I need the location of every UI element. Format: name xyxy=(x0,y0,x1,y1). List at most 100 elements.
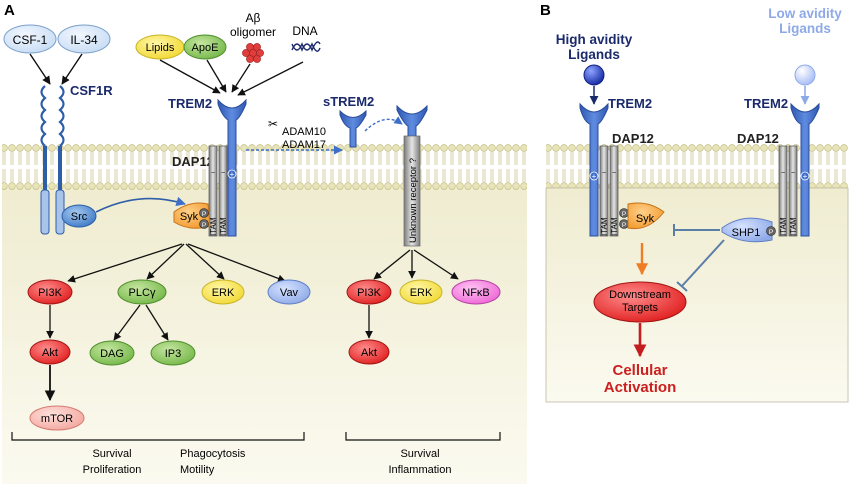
nfkb-node xyxy=(451,279,501,305)
phospho-label-a1: P xyxy=(202,211,206,218)
mtor-node xyxy=(29,405,85,431)
itam-label-b2: ITAM xyxy=(610,217,619,236)
outcome-proliferation: Proliferation xyxy=(83,464,142,476)
il34-arrow xyxy=(61,53,83,85)
trem2-charge-label-b2: + xyxy=(803,172,808,181)
dap12-chain-b2 xyxy=(609,145,619,237)
erk-label-a: ERK xyxy=(212,287,235,299)
abeta-label-2: oligomer xyxy=(230,25,276,39)
syk-effector-arrows xyxy=(67,243,286,283)
nfkb-label: NFκB xyxy=(462,287,490,299)
outcome-survival-b: Survival xyxy=(400,448,439,460)
ip3-label: IP3 xyxy=(165,348,182,360)
strem2-shape xyxy=(339,109,367,148)
trem2-charge-b2 xyxy=(800,171,810,181)
dap12-minus-b3: − xyxy=(781,170,785,177)
unknown-receptor-label: Unknown receptor ? xyxy=(408,158,419,243)
syk-label-a: Syk xyxy=(180,211,199,223)
phospho-a2 xyxy=(199,219,209,229)
dap12-minus-a1: − xyxy=(211,170,215,177)
itam-label-b3: ITAM xyxy=(779,217,788,236)
dna-arrow xyxy=(237,61,304,96)
outcome-bracket-left xyxy=(11,432,305,441)
strem2-to-receptor-arrow xyxy=(364,116,403,132)
il34-label: IL-34 xyxy=(70,33,98,47)
dap12-label-b2: DAP12 xyxy=(737,131,779,146)
panel-a-letter: A xyxy=(4,2,15,19)
csf1-ligand xyxy=(3,24,57,54)
abeta-label-1: Aβ xyxy=(246,11,261,25)
shp1-inhibits-targets-bar xyxy=(676,281,688,292)
akt-node-b xyxy=(348,339,390,365)
erk-label-b: ERK xyxy=(410,287,433,299)
unknown-receptor-head xyxy=(396,104,428,137)
csf1-arrow xyxy=(29,53,51,85)
csf1r-label: CSF1R xyxy=(70,83,113,98)
lipids-label: Lipids xyxy=(146,42,175,54)
phospho-label-b1: P xyxy=(622,211,626,218)
phospho-b3 xyxy=(766,226,776,236)
csf1r-tm-left xyxy=(43,146,47,190)
dap12-label-b1: DAP12 xyxy=(612,131,654,146)
trem2-charge-label-a: + xyxy=(230,170,235,179)
trem2-label-a: TREM2 xyxy=(168,96,212,111)
apoe-ligand xyxy=(183,34,227,60)
strem2-label: sTREM2 xyxy=(323,94,374,109)
lipids-arrow xyxy=(159,59,221,94)
vav-label: Vav xyxy=(280,287,299,299)
csf1r-kinase-left xyxy=(40,189,50,235)
dap12-minus-b1: − xyxy=(602,170,606,177)
itam-label-a1: ITAM xyxy=(209,217,218,236)
dag-node xyxy=(89,340,135,366)
plcg-node xyxy=(117,279,167,305)
phospho-label-a2: P xyxy=(202,222,206,229)
activation-line2: Activation xyxy=(604,379,677,396)
dag-label: DAG xyxy=(100,348,124,360)
adam10-label: ADAM10 xyxy=(282,126,326,138)
panel-b: B High avidity Ligands Low avidity Ligan… xyxy=(540,2,849,403)
trem2-charge-a xyxy=(227,169,237,179)
dap12-chain-b3 xyxy=(778,145,788,237)
adam17-label: ADAM17 xyxy=(282,139,326,151)
dna-icon xyxy=(291,41,321,52)
outcome-inflammation: Inflammation xyxy=(389,464,452,476)
pi3k-label-b: PI3K xyxy=(357,287,382,299)
trem2-label-b2: TREM2 xyxy=(744,96,788,111)
trem2-receptor-a xyxy=(217,98,247,237)
dap12-minus-b4: − xyxy=(791,170,795,177)
dap12-chain-a1 xyxy=(208,145,218,237)
apoe-label: ApoE xyxy=(192,42,219,54)
high-avidity-ligand-icon xyxy=(583,64,605,86)
panel-b-letter: B xyxy=(540,2,551,19)
akt-label-b: Akt xyxy=(361,347,377,359)
src-to-syk-arrow xyxy=(95,196,186,213)
dap12-label-a: DAP12 xyxy=(172,154,214,169)
phospho-a1 xyxy=(199,208,209,218)
pi3k-node-b xyxy=(346,279,392,305)
trem2-charge-b1 xyxy=(589,171,599,181)
trem2-receptor-b2 xyxy=(790,102,820,237)
downstream-targets-node xyxy=(593,281,687,323)
src-label: Src xyxy=(71,211,88,223)
src-node xyxy=(61,204,97,228)
downstream-line1: Downstream xyxy=(609,289,671,301)
high-avidity-line2: Ligands xyxy=(568,47,620,62)
membrane-a xyxy=(2,144,527,190)
abeta-arrow xyxy=(231,63,251,93)
erk-node-a xyxy=(201,279,245,305)
outcome-phagocytosis: Phagocytosis xyxy=(180,448,246,460)
plcg-label: PLCγ xyxy=(129,287,156,299)
itam-label-b4: ITAM xyxy=(789,217,798,236)
receptor-effector-arrows xyxy=(373,249,459,280)
ip3-node xyxy=(150,340,196,366)
shp1-label: SHP1 xyxy=(732,227,761,239)
csf1-label: CSF-1 xyxy=(13,33,48,47)
abeta-oligomer-icon xyxy=(242,43,264,63)
outcome-bracket-right xyxy=(345,432,501,441)
dap12-chain-b4 xyxy=(788,145,798,237)
syk-node-b xyxy=(627,202,665,230)
pi3k-node-a xyxy=(27,279,73,305)
syk-label-b: Syk xyxy=(636,213,655,225)
itam-label-a2: ITAM xyxy=(219,217,228,236)
